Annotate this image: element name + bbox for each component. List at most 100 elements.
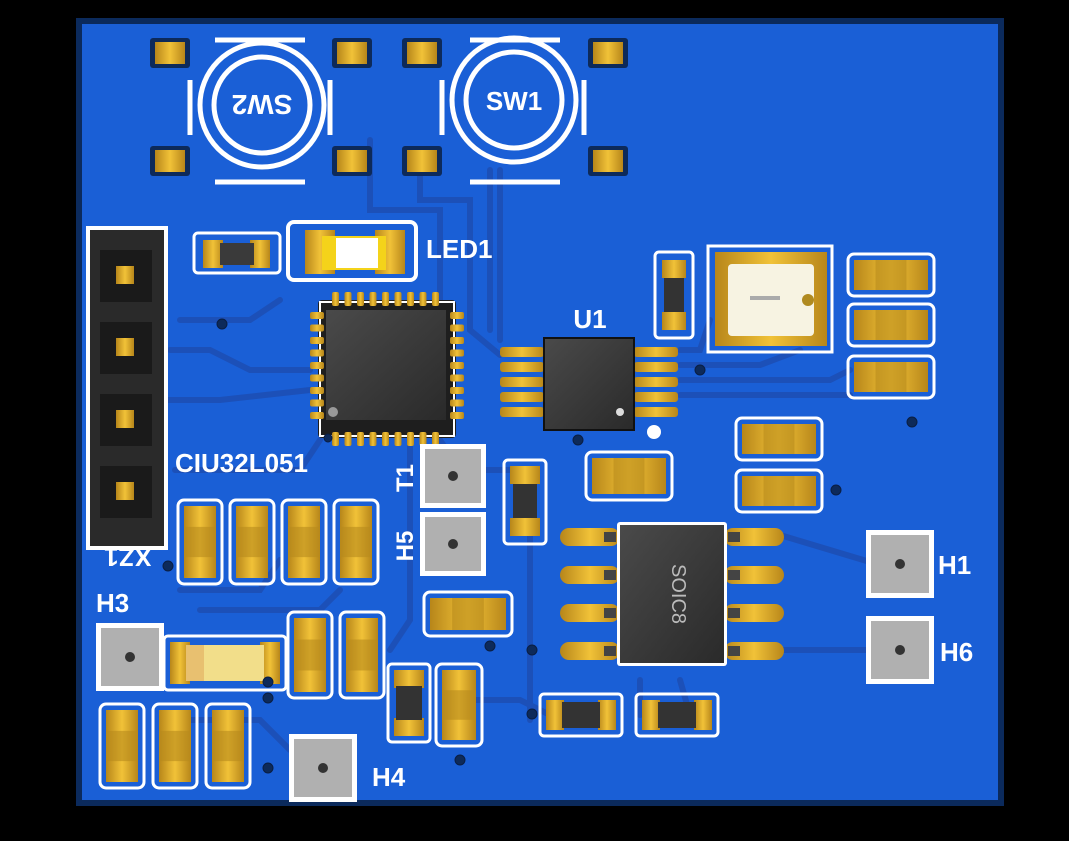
qfn-pin <box>344 292 352 306</box>
qfn-pin <box>450 387 464 394</box>
soic-pin-foot <box>604 608 616 618</box>
capacitor[interactable] <box>846 354 936 400</box>
qfn-pin <box>310 337 324 344</box>
capacitor-group-left[interactable] <box>176 498 380 586</box>
capacitor-group-misc[interactable] <box>386 450 720 748</box>
resistor[interactable] <box>386 662 432 744</box>
capacitor[interactable] <box>98 702 146 790</box>
qfn-pin <box>432 292 439 306</box>
header-xz1[interactable] <box>86 226 168 550</box>
led1-label: LED1 <box>426 234 492 264</box>
capacitor[interactable] <box>228 498 276 586</box>
crystal-module[interactable] <box>706 244 834 354</box>
qfn-pin <box>332 432 339 446</box>
h4-label: H4 <box>372 762 406 792</box>
qfn-pin <box>407 292 414 306</box>
mcu-label: CIU32L051 <box>175 448 308 478</box>
qfn-pin <box>450 312 464 319</box>
qfn-pin <box>310 374 324 382</box>
qfn-pin <box>310 412 324 419</box>
h1-label: H1 <box>938 550 971 580</box>
qfn-pin <box>394 432 402 446</box>
capacitor-group-bottom[interactable] <box>98 610 386 790</box>
sw1-label: SW1 <box>486 86 542 116</box>
capacitor[interactable] <box>846 302 936 348</box>
testpad-h5[interactable] <box>420 512 486 576</box>
h6-label: H6 <box>940 637 973 667</box>
sw2-label: SW2 <box>232 89 293 120</box>
qfn-pin <box>450 349 464 357</box>
copper-traces <box>157 137 883 753</box>
qfn-pin <box>310 399 324 407</box>
testpad-t1[interactable] <box>420 444 486 508</box>
resistor-mid[interactable] <box>502 458 548 546</box>
qfn-pin <box>344 432 352 446</box>
capacitor[interactable] <box>151 702 199 790</box>
resistor[interactable] <box>634 692 720 738</box>
capacitor[interactable] <box>204 702 252 790</box>
qfn-pin <box>369 432 377 446</box>
led1[interactable]: LED1 <box>286 220 492 282</box>
qfn-pin <box>357 432 364 446</box>
capacitor[interactable] <box>734 416 824 462</box>
h3-label: H3 <box>96 588 129 618</box>
capacitor[interactable] <box>286 610 334 700</box>
capacitor[interactable] <box>176 498 224 586</box>
resistor[interactable] <box>538 692 624 738</box>
testpad-h1[interactable] <box>866 530 934 598</box>
qfn-pin <box>332 292 339 306</box>
testpad-h6[interactable] <box>866 616 934 684</box>
qfn-pin <box>310 312 324 319</box>
capacitor[interactable] <box>332 498 380 586</box>
vias <box>162 318 918 774</box>
soic-pin-foot <box>604 646 616 656</box>
switch-sw2[interactable]: SW2 <box>150 37 372 185</box>
qfn-pin <box>382 432 389 446</box>
soic-pin-foot <box>728 646 740 656</box>
capacitor[interactable] <box>584 450 674 502</box>
mcu-ciu32l051[interactable] <box>310 292 464 446</box>
soic-pin-foot <box>728 532 740 542</box>
qfn-pin <box>310 387 324 394</box>
capacitor[interactable] <box>338 610 386 700</box>
qfn-pin <box>419 292 427 306</box>
qfn-pin <box>450 324 464 332</box>
soic-pin-foot <box>728 570 740 580</box>
qfn-pin <box>432 432 439 446</box>
testpad-h3[interactable] <box>96 623 164 691</box>
qfn-pin <box>450 362 464 369</box>
h5-label: H5 <box>392 531 419 562</box>
capacitor[interactable] <box>846 252 936 298</box>
soic-pin-foot <box>728 608 740 618</box>
capacitor[interactable] <box>422 590 514 638</box>
ic-u1[interactable]: U1 <box>500 304 678 439</box>
soic-pin-foot <box>604 532 616 542</box>
resistor-u1-top[interactable] <box>653 250 695 340</box>
capacitor[interactable] <box>734 468 824 514</box>
qfn-pin <box>419 432 427 446</box>
qfn-pin <box>450 374 464 382</box>
resistor-led[interactable] <box>192 231 282 275</box>
qfn-pin <box>382 292 389 306</box>
capacitor[interactable] <box>434 662 484 748</box>
qfn-pin <box>407 432 414 446</box>
qfn-pin <box>450 337 464 344</box>
capacitor-group-right[interactable] <box>734 252 936 514</box>
u1-label: U1 <box>573 304 606 334</box>
switch-sw1[interactable]: SW1 <box>402 35 628 185</box>
qfn-pin <box>310 324 324 332</box>
diode-h3[interactable] <box>162 634 288 692</box>
qfn-pin <box>369 292 377 306</box>
t1-label: T1 <box>392 464 419 492</box>
capacitor[interactable] <box>280 498 328 586</box>
qfn-pin <box>310 349 324 357</box>
testpad-h4[interactable] <box>289 734 357 802</box>
qfn-pin <box>357 292 364 306</box>
soic-pin-foot <box>604 570 616 580</box>
qfn-pin <box>394 292 402 306</box>
xz1-label: XZ1 <box>104 542 152 572</box>
ic-soic8[interactable]: SOIC8 <box>560 522 784 666</box>
qfn-pin <box>310 362 324 369</box>
soic8-label: SOIC8 <box>667 564 689 624</box>
